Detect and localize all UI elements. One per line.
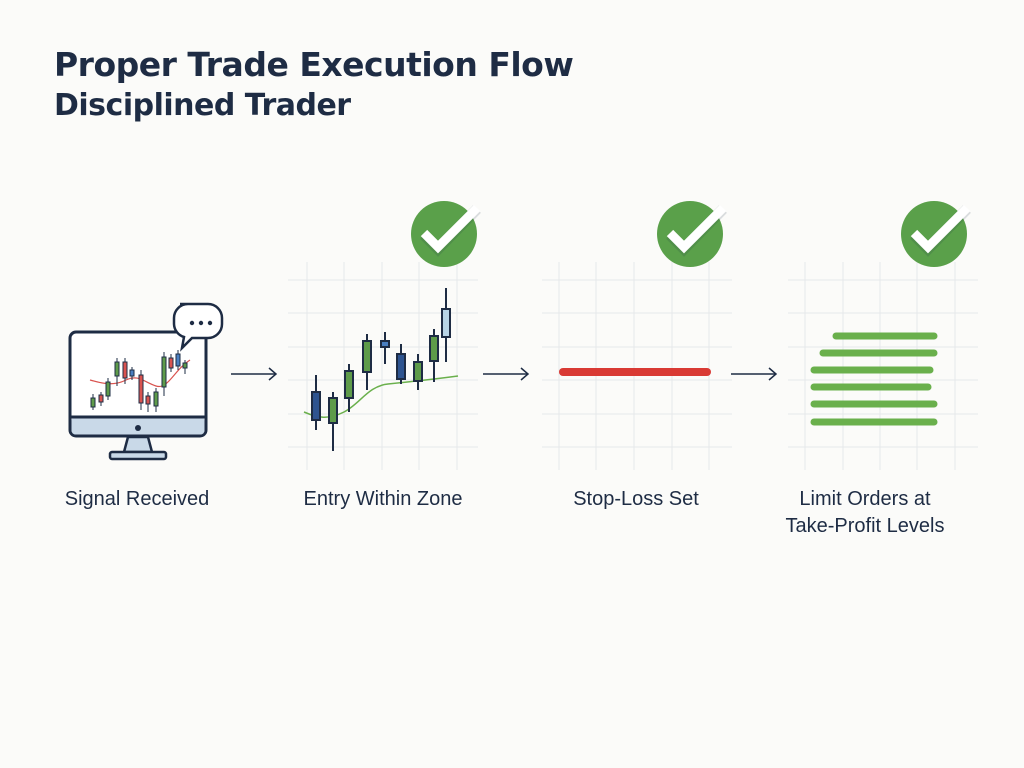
step-label: Stop-Loss Set (573, 488, 699, 510)
stop-loss-line-icon (542, 262, 732, 470)
page-subtitle: Disciplined Trader (54, 88, 351, 123)
step-label: Entry Within Zone (303, 488, 463, 510)
arrow-right-icon (231, 367, 278, 381)
take-profit-levels-icon (788, 262, 978, 470)
arrow-right-icon (483, 367, 530, 381)
arrow-right-icon (731, 367, 778, 381)
check-circle-icon (901, 201, 971, 267)
check-circle-icon (411, 201, 481, 267)
speech-bubble-icon (172, 302, 224, 352)
check-circle-icon (657, 201, 727, 267)
page-title: Proper Trade Execution Flow (54, 45, 574, 84)
monitor-chart-icon (68, 302, 224, 461)
step-label: Limit Orders at Take-Profit Levels (785, 488, 945, 537)
step-label: Signal Received (64, 488, 210, 510)
candlestick-chart-icon (288, 262, 478, 470)
